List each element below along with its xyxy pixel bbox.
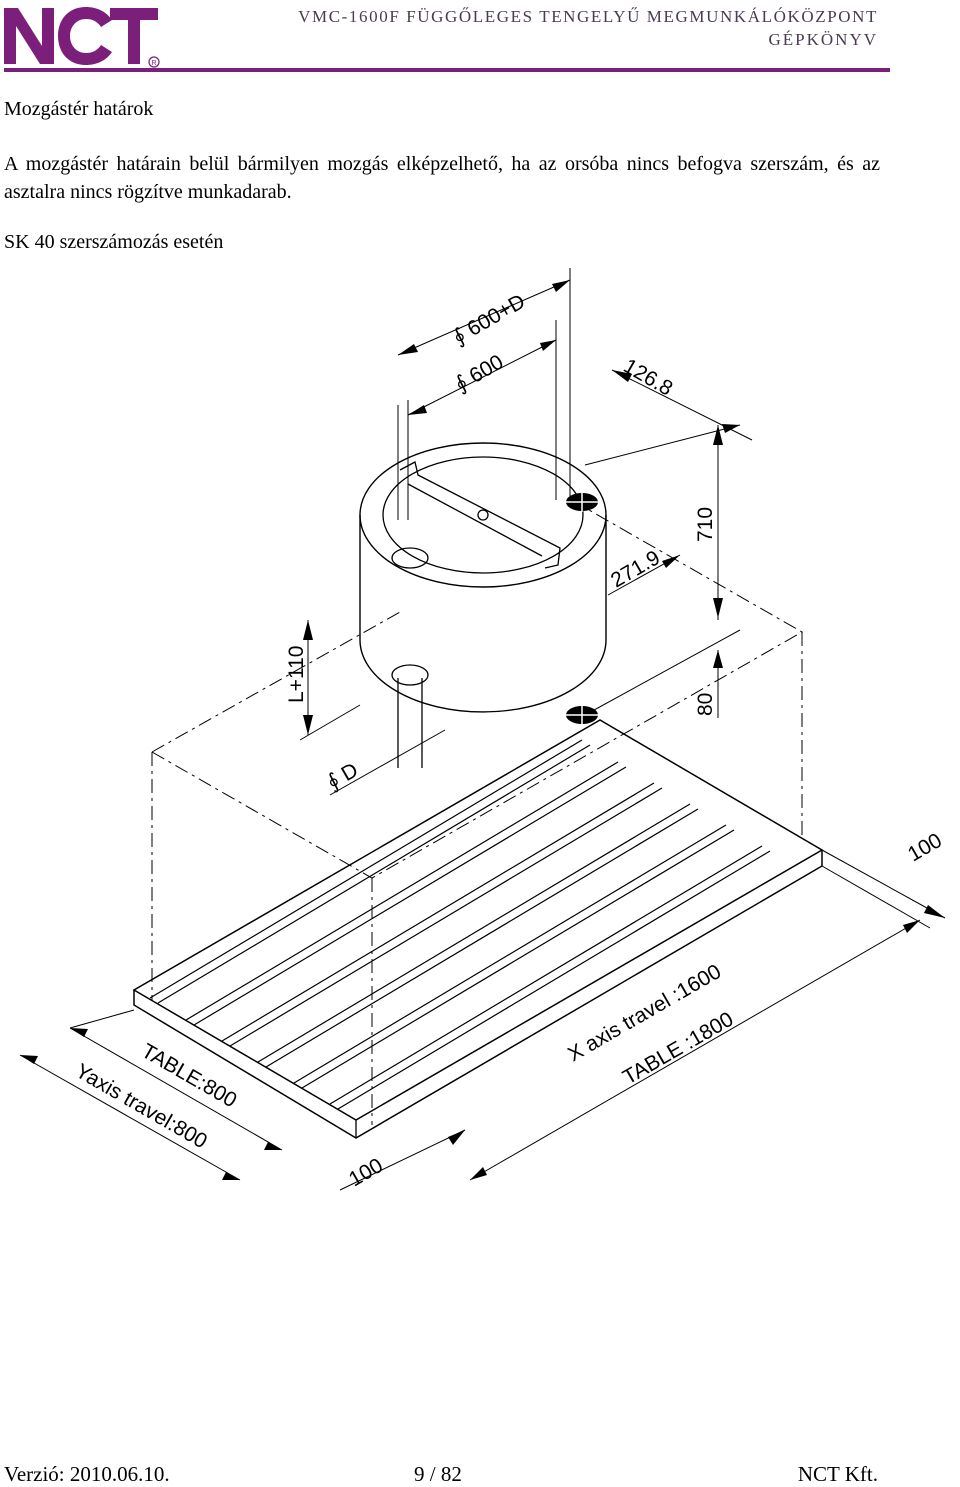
- dim-d: ∮ D: [323, 758, 362, 794]
- footer-company: NCT Kft.: [797, 1462, 878, 1486]
- dim-l-110: L+110: [285, 646, 308, 703]
- section-title: Mozgástér határok: [4, 98, 154, 120]
- nct-logo: R: [4, 7, 160, 68]
- footer-page-number: 9 / 82: [414, 1462, 462, 1486]
- section-paragraph: A mozgástér határain belül bármilyen moz…: [4, 153, 880, 203]
- footer-version: Verzió: 2010.06.10.: [4, 1462, 170, 1486]
- dim-271-9: 271.9: [607, 546, 664, 592]
- spindle-nose-marker: [562, 492, 602, 512]
- dim-80: 80: [694, 693, 717, 716]
- document-title: VMC-1600F FÜGGŐLEGES TENGELYŰ MEGMUNKÁLÓ…: [298, 7, 878, 26]
- dim-710: 710: [694, 507, 717, 542]
- dim-100-bottom: 100: [345, 1154, 387, 1191]
- workspace-drawing: ∮ 600+D ∮ 600 126.8 271.9 710 80 L+110 ∮…: [19, 268, 946, 1191]
- document-subtitle: GÉPKÖNYV: [768, 30, 878, 49]
- x-axis-travel-label: X axis travel :1600: [564, 960, 725, 1066]
- svg-text:R: R: [152, 60, 157, 67]
- dim-600: ∮ 600: [451, 350, 507, 396]
- header-divider: [4, 68, 890, 72]
- dim-100-right: 100: [904, 829, 946, 866]
- table-corner-marker: [562, 705, 602, 725]
- dim-126-8: 126.8: [620, 354, 677, 400]
- drawing-caption: SK 40 szerszámozás esetén: [4, 231, 224, 253]
- dim-600-plus-d: ∮ 600+D: [449, 290, 529, 350]
